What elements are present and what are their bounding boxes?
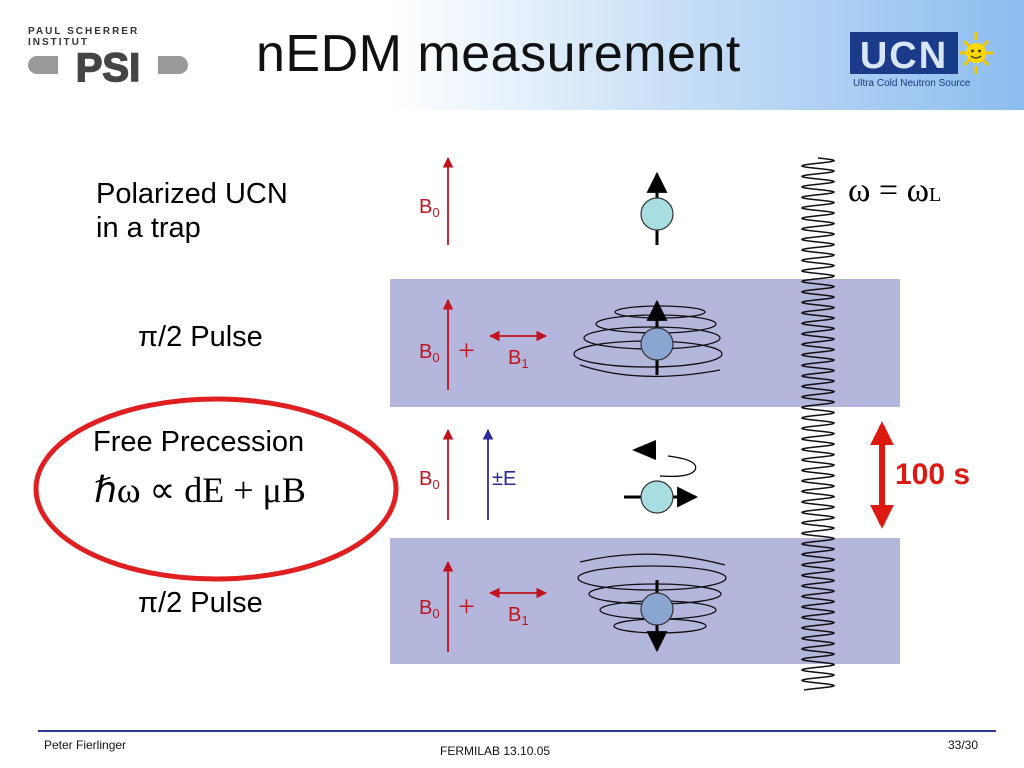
svg-text:UCN: UCN	[860, 35, 948, 77]
duration-label: 100 s	[895, 458, 971, 491]
electric-field-label: ±E	[492, 468, 517, 490]
svg-text:PSI: PSI	[76, 46, 140, 90]
ucn-logo-caption: Ultra Cold Neutron Source	[853, 78, 971, 89]
psi-logo-top-text: PAUL SCHERRER INSTITUT	[28, 26, 140, 48]
footer-page-number: 33/30	[948, 738, 979, 752]
sun-icon	[959, 32, 993, 74]
precession-formula: ℏω ∝ dE + μB	[94, 470, 306, 510]
neutron-pulse-second	[640, 592, 674, 626]
ucn-logo-mark: UCN	[850, 32, 993, 77]
neutron-precessing	[624, 440, 699, 514]
stage-polarized-label: Polarized UCN in a trap	[96, 178, 288, 244]
plus-sign-stage4: +	[458, 590, 475, 623]
psi-logo-mark: PSI	[28, 45, 188, 91]
rf-sine-wave	[800, 157, 836, 691]
b1-label-stage4: B1	[508, 604, 529, 628]
stage-precession-label: Free Precession	[93, 426, 305, 458]
b0-label-stage4: B0	[419, 597, 440, 621]
b0-label-stage1: B0	[419, 196, 440, 220]
b1-label-stage2: B1	[508, 347, 529, 371]
plus-sign-stage2: +	[458, 334, 475, 367]
neutron-pulse-first	[640, 327, 674, 361]
stage-pulse-label-second: π/2 Pulse	[138, 587, 263, 619]
resonance-condition: ω = ωL	[848, 172, 942, 209]
psi-logo: PAUL SCHERRER INSTITUT PSI	[28, 26, 188, 92]
ucn-logo: UCN Ultra Cold Neutron Source	[848, 28, 1000, 96]
b0-label-stage3: B0	[419, 468, 440, 492]
precession-highlight-ellipse	[33, 396, 399, 582]
neutron-spin-up	[640, 171, 674, 245]
stage-pulse-label-first: π/2 Pulse	[138, 321, 263, 353]
footer-divider	[38, 730, 996, 732]
footer-author: Peter Fierlinger	[44, 738, 127, 752]
page-title: nEDM measurement	[256, 25, 741, 83]
footer-event: FERMILAB 13.10.05	[440, 744, 551, 758]
b0-label-stage2: B0	[419, 341, 440, 365]
